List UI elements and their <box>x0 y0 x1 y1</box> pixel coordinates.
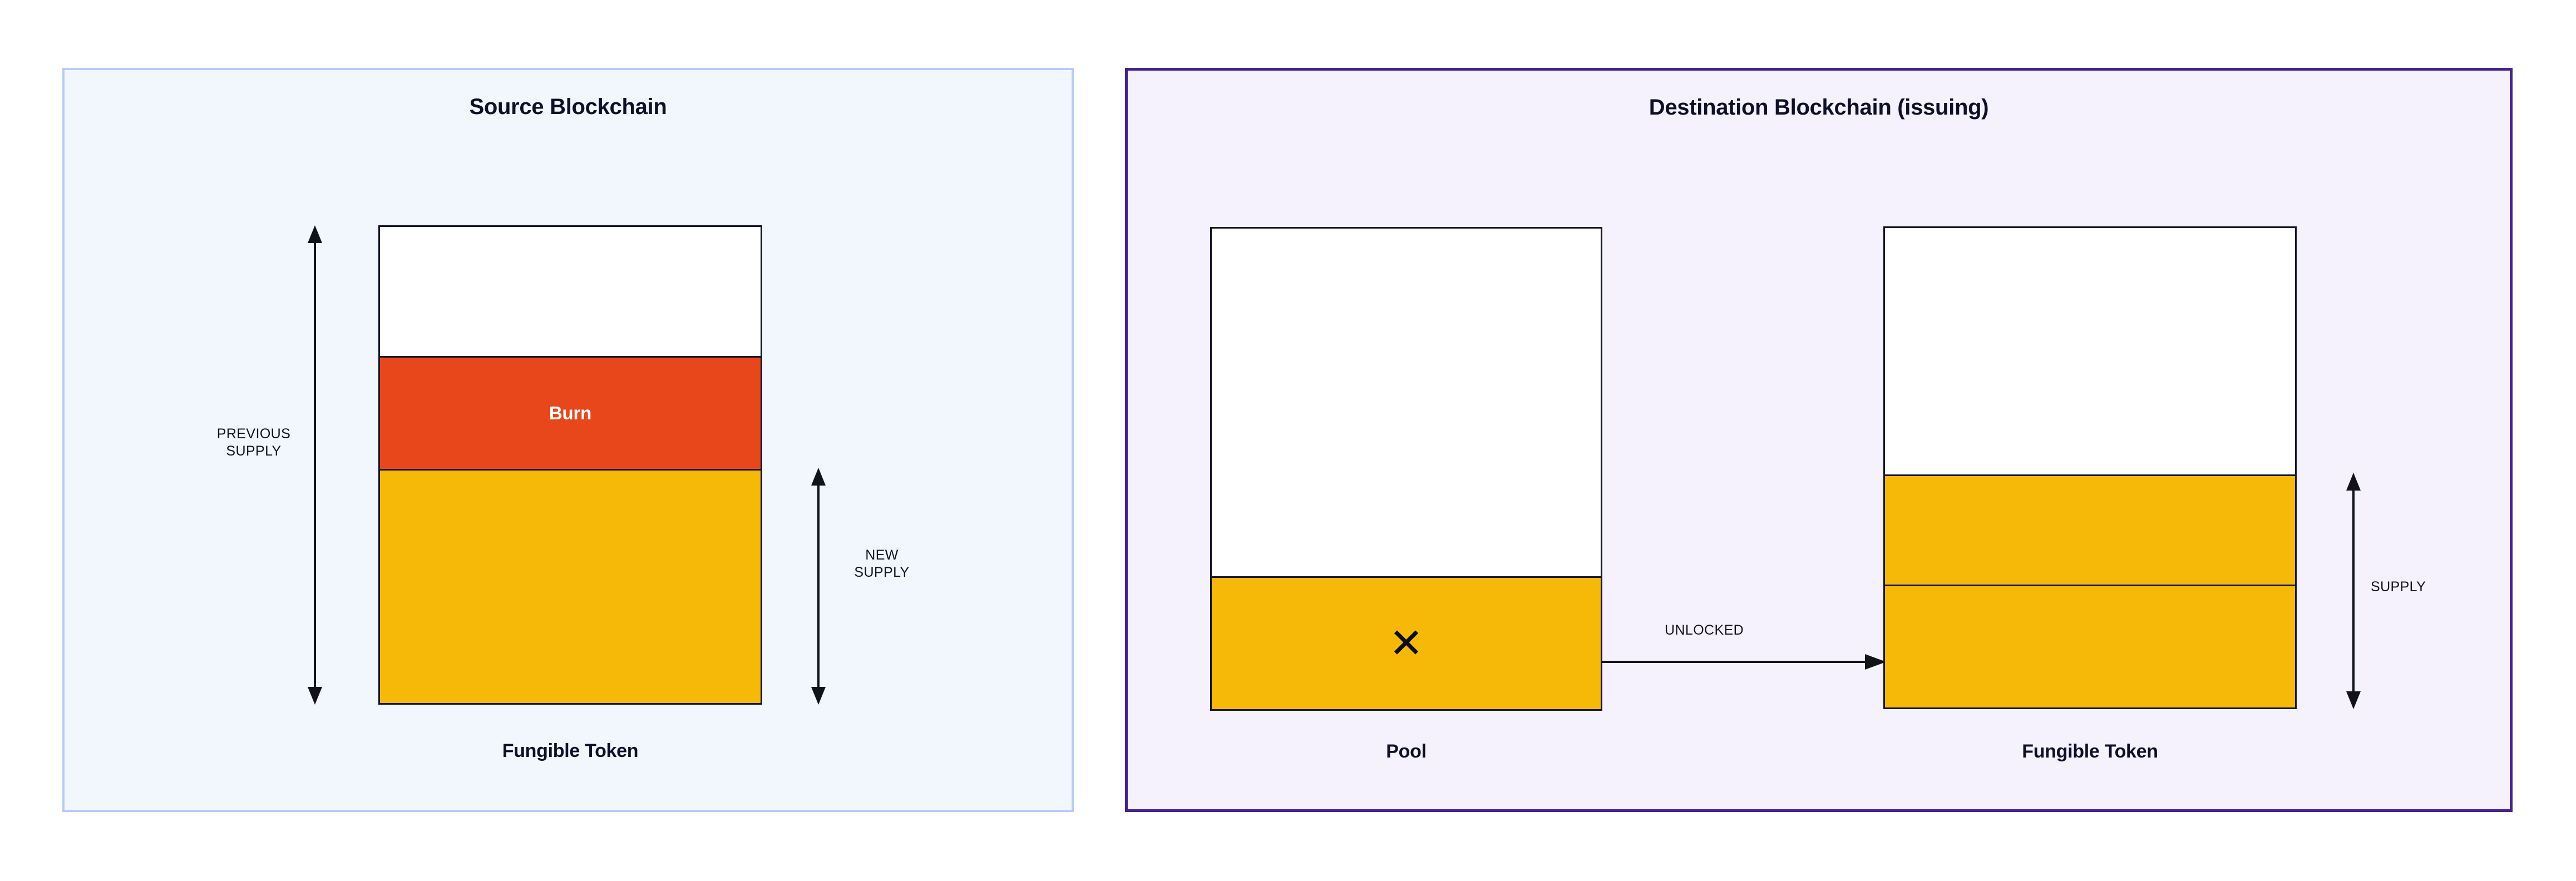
destination-fungible-token-box <box>1883 226 2297 709</box>
source-token-segment-burn: Burn <box>380 356 761 471</box>
panel-source-title: Source Blockchain <box>469 95 667 119</box>
pool-box: ✕ <box>1210 227 1602 711</box>
pool-segment-headroom <box>1212 229 1601 576</box>
source-token-caption: Fungible Token <box>502 740 639 761</box>
flow-unlocked: UNLOCKED <box>1602 622 1886 670</box>
source-token-segment-remaining <box>380 471 761 703</box>
destination-token-segment-headroom <box>1885 228 2295 474</box>
source-token-segment-headroom <box>380 227 761 356</box>
pool-segment-locked: ✕ <box>1212 576 1601 709</box>
panel-source-blockchain: Source Blockchain Burn Fungible Token PR… <box>62 68 1074 812</box>
destination-token-segment-unlocked <box>1885 585 2295 707</box>
panel-destination-blockchain: Destination Blockchain (issuing) ✕ Pool … <box>1125 68 2513 812</box>
burn-label: Burn <box>549 403 592 423</box>
measure-previous-supply: PREVIOUS SUPPLY <box>217 225 323 705</box>
pool-caption: Pool <box>1386 741 1427 762</box>
measure-new-supply: NEW SUPPLY <box>810 468 909 705</box>
measure-supply: SUPPLY <box>2345 473 2426 709</box>
measure-previous-supply-label: PREVIOUS SUPPLY <box>216 426 291 459</box>
panel-destination-title: Destination Blockchain (issuing) <box>1649 95 1989 120</box>
measure-supply-label: SUPPLY <box>2371 579 2426 595</box>
destination-token-segment-existing <box>1885 474 2295 585</box>
source-fungible-token-box: Burn <box>378 225 762 705</box>
flow-unlocked-label: UNLOCKED <box>1665 622 1744 638</box>
destination-token-caption: Fungible Token <box>2022 741 2158 762</box>
measure-new-supply-label: NEW SUPPLY <box>854 547 910 580</box>
x-mark-icon: ✕ <box>1389 620 1424 667</box>
